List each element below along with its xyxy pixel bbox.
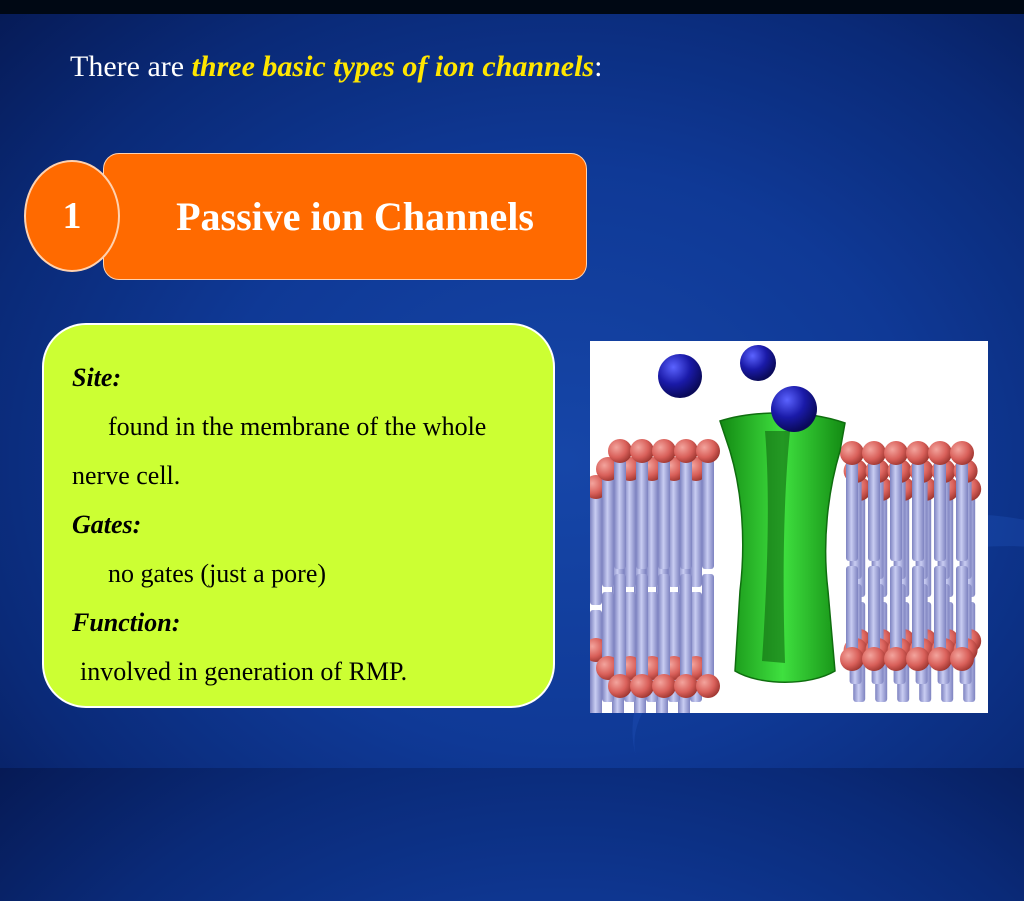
heading-box: Passive ion Channels — [103, 153, 587, 280]
gates-text: no gates (just a pore) — [108, 559, 327, 588]
ion-2 — [740, 345, 776, 381]
channel-protein — [719, 412, 846, 683]
function-label: Function: — [72, 608, 181, 637]
function-text: involved in generation of RMP. — [80, 657, 408, 686]
top-bar — [0, 0, 1024, 14]
info-box: Site: found in the membrane of the whole… — [42, 323, 555, 708]
ion-3 — [771, 386, 817, 432]
intro-emphasis: three basic types of ion channels — [191, 50, 595, 83]
ions — [658, 345, 817, 432]
number-badge: 1 — [24, 160, 120, 272]
intro-suffix: : — [594, 50, 603, 83]
heading-title: Passive ion Channels — [176, 194, 534, 239]
site-label: Site: — [72, 363, 122, 392]
lipid-bilayer — [584, 439, 982, 720]
ion-channel-illustration — [584, 341, 988, 720]
intro-prefix: There are — [70, 50, 192, 83]
ion-1 — [658, 354, 702, 398]
gates-label: Gates: — [72, 510, 142, 539]
intro-line: There are three basic types of ion chann… — [70, 50, 602, 84]
membrane-diagram — [584, 345, 982, 720]
site-text: found in the membrane of the whole nerve… — [72, 412, 487, 490]
